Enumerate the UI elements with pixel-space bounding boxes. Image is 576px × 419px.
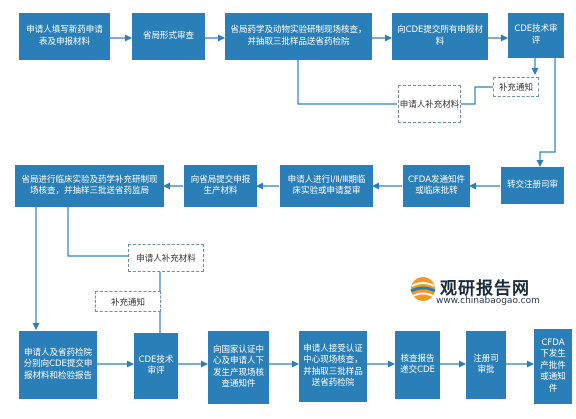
logo-globe-icon [410, 277, 436, 301]
line-check-to-material2 [67, 207, 128, 257]
box-cfda-approval: CFDA下发生产批件或通知件 [534, 329, 572, 404]
note-supplement-notice-1: 补充通知 [493, 77, 539, 97]
logo-name: 观研报告网 [440, 279, 530, 299]
box-submit-cde: 向CDE提交所有申报材料 [392, 13, 488, 60]
box-transfer-registrar: 转交注册司审 [501, 167, 564, 204]
box-gmp-notice: 向国家认证中心及申请人下发生产现场核查通知件 [208, 331, 269, 404]
logo-url: www.chinabaogao.com [436, 296, 540, 306]
box-clinical-check: 省局进行临床实验及药学补充研制现场核查，并抽样三批送省药监局 [15, 165, 164, 207]
note-supplement-material-1: 申请人补充材料 [398, 85, 461, 123]
box-submit-production: 向省局提交申报生产材料 [184, 165, 257, 207]
box-gmp-check: 申请人接受认证中心现场核查，并抽取三批样品送省药检院 [299, 331, 367, 402]
box-report-cde: 核查报告递交CDE [395, 331, 440, 399]
box-cde-review-1: CDE技术审评 [508, 13, 564, 58]
box-cde-review-2: CDE技术审评 [134, 333, 178, 399]
brand-logo: 观研报告网 www.chinabaogao.com [408, 272, 572, 312]
box-clinical-trials: 申请人进行Ⅰ/Ⅱ/Ⅲ期临床实验或申请复审 [280, 165, 373, 207]
arrow-cde-to-transfer [536, 58, 556, 167]
box-registrar-approval: 注册司审批 [466, 331, 506, 399]
box-apply: 申请人填写新药申请表及申报材料 [19, 13, 110, 60]
line-material-to-check [297, 60, 397, 105]
box-submit-reports: 申请人及省药检院分别向CDE提交申报材料和检验报告 [19, 331, 97, 399]
box-cfda-notice: CFDA发通知件或临床批转 [403, 165, 470, 207]
note-supplement-material-2: 申请人补充材料 [128, 244, 204, 272]
note-supplement-notice-2: 补充通知 [95, 291, 161, 312]
line-notice-to-material [461, 86, 493, 105]
box-provincial-review: 省局形式审查 [132, 13, 205, 60]
box-onsite-check: 省局药学及动物实验研制现场核查，并抽取三批样品送省药检院 [225, 13, 372, 60]
